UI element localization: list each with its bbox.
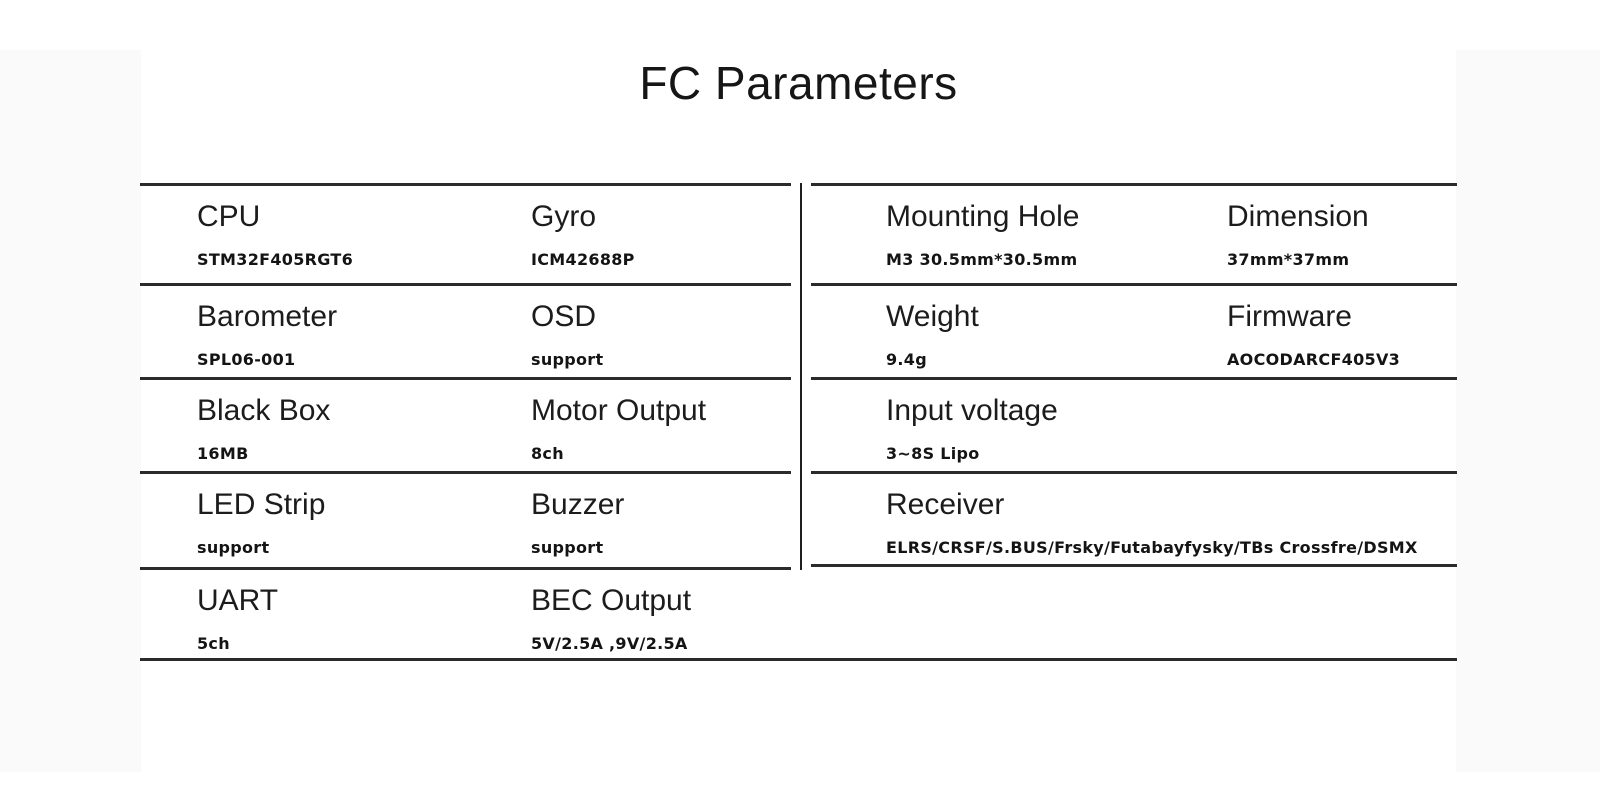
- spec-cell-weight: Weight 9.4g: [811, 286, 1227, 377]
- spec-value: support: [531, 538, 604, 557]
- spec-cell-uart: UART 5ch: [140, 570, 531, 659]
- spec-label: Firmware: [1227, 300, 1352, 333]
- spec-value: support: [197, 538, 270, 557]
- spec-cell-firmware: Firmware AOCODARCF405V3: [1227, 286, 1457, 377]
- spec-value: AOCODARCF405V3: [1227, 350, 1401, 369]
- vertical-divider: [800, 183, 802, 570]
- spec-label: LED Strip: [197, 488, 326, 521]
- spec-table-right: Mounting Hole M3 30.5mm*30.5mm Dimension…: [811, 183, 1457, 567]
- spec-label: Weight: [886, 300, 979, 333]
- spec-row-weight-firmware: Weight 9.4g Firmware AOCODARCF405V3: [811, 283, 1457, 377]
- spec-label: Dimension: [1227, 200, 1369, 233]
- spec-label: Mounting Hole: [886, 200, 1080, 233]
- spec-label: Black Box: [197, 394, 331, 427]
- spec-cell-buzzer: Buzzer support: [531, 474, 791, 567]
- spec-cell-mounting-hole: Mounting Hole M3 30.5mm*30.5mm: [811, 186, 1227, 283]
- spec-value: M3 30.5mm*30.5mm: [886, 250, 1078, 269]
- spec-value: 3~8S Lipo: [886, 444, 980, 463]
- spec-value: SPL06-001: [197, 350, 296, 369]
- spec-cell-gyro: Gyro ICM42688P: [531, 186, 791, 283]
- spec-label: OSD: [531, 300, 597, 333]
- spec-cell-motor-output: Motor Output 8ch: [531, 380, 791, 471]
- spec-label: Input voltage: [886, 394, 1058, 427]
- spec-cell-barometer: Barometer SPL06-001: [140, 286, 531, 377]
- spec-value: ICM42688P: [531, 250, 635, 269]
- spec-label: CPU: [197, 200, 261, 233]
- spec-row-blackbox-motor: Black Box 16MB Motor Output 8ch: [140, 377, 791, 471]
- spec-label: BEC Output: [531, 584, 692, 617]
- spec-cell-receiver: Receiver ELRS/CRSF/S.BUS/Frsky/Futabayfy…: [811, 474, 1457, 564]
- left-margin-shade: [0, 50, 141, 772]
- spec-row-receiver: Receiver ELRS/CRSF/S.BUS/Frsky/Futabayfy…: [811, 471, 1457, 567]
- spec-row-led-buzzer: LED Strip support Buzzer support: [140, 471, 791, 567]
- spec-value: STM32F405RGT6: [197, 250, 354, 269]
- spec-value: 8ch: [531, 444, 564, 463]
- spec-row-mounting-dimension: Mounting Hole M3 30.5mm*30.5mm Dimension…: [811, 183, 1457, 283]
- spec-label: UART: [197, 584, 279, 617]
- spec-label: Motor Output: [531, 394, 707, 427]
- spec-cell-input-voltage: Input voltage 3~8S Lipo: [811, 380, 1227, 471]
- spec-cell-blackbox: Black Box 16MB: [140, 380, 531, 471]
- spec-value: 16MB: [197, 444, 249, 463]
- bottom-rule: [140, 658, 1457, 661]
- spec-row-input-voltage: Input voltage 3~8S Lipo: [811, 377, 1457, 471]
- spec-value: 5ch: [197, 634, 230, 653]
- spec-label: Receiver: [886, 488, 1005, 521]
- spec-cell-bec-output: BEC Output 5V/2.5A ,9V/2.5A: [531, 570, 791, 659]
- spec-table-left: CPU STM32F405RGT6 Gyro ICM42688P Baromet…: [140, 183, 791, 659]
- spec-cell-empty: [1227, 380, 1457, 471]
- spec-cell-dimension: Dimension 37mm*37mm: [1227, 186, 1457, 283]
- spec-value: ELRS/CRSF/S.BUS/Frsky/Futabayfysky/TBs C…: [886, 538, 1418, 557]
- spec-value: 5V/2.5A ,9V/2.5A: [531, 634, 688, 653]
- spec-label: Buzzer: [531, 488, 625, 521]
- spec-cell-cpu: CPU STM32F405RGT6: [140, 186, 531, 283]
- spec-label: Barometer: [197, 300, 338, 333]
- right-margin-shade: [1456, 50, 1600, 772]
- spec-row-cpu-gyro: CPU STM32F405RGT6 Gyro ICM42688P: [140, 183, 791, 283]
- spec-row-uart-bec: UART 5ch BEC Output 5V/2.5A ,9V/2.5A: [140, 567, 791, 659]
- spec-cell-led-strip: LED Strip support: [140, 474, 531, 567]
- spec-value: 9.4g: [886, 350, 927, 369]
- spec-value: support: [531, 350, 604, 369]
- spec-label: Gyro: [531, 200, 597, 233]
- spec-value: 37mm*37mm: [1227, 250, 1350, 269]
- spec-row-barometer-osd: Barometer SPL06-001 OSD support: [140, 283, 791, 377]
- spec-cell-osd: OSD support: [531, 286, 791, 377]
- page-title: FC Parameters: [639, 57, 958, 109]
